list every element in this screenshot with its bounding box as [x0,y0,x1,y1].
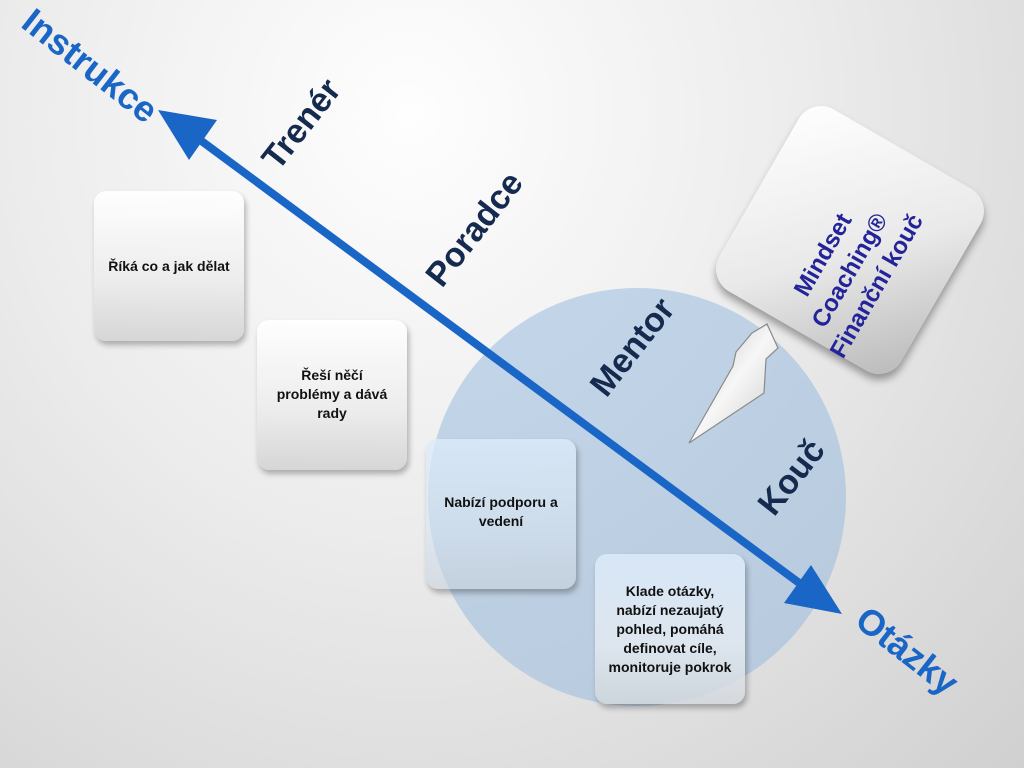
box-text-line: vedení [478,513,524,529]
arrowhead-down-right [784,565,842,614]
box-text-line: Řeší něčí [301,367,363,383]
box-text-line: Nabízí podporu a [444,494,558,510]
box-text-line: Říká co a jak dělat [108,258,230,274]
arrowhead-up-left [158,110,217,160]
box-text-line: pohled, pomáhá [616,621,724,637]
box-text-line: nabízí nezaujatý [616,602,724,618]
description-box-kouc: Klade otázky, nabízí nezaujatý pohled, p… [595,554,745,704]
instrukce-otazky-axis-arrow [158,110,842,614]
box-text-line: monitoruje pokrok [608,659,732,675]
box-text-line: rady [317,405,347,421]
description-box-trener: Říká co a jak dělat [94,191,244,341]
description-box-poradce: Řeší něčí problémy a dává rady [257,320,407,470]
box-text-line: problémy a dává [276,386,388,402]
box-text-line: definovat cíle, [623,640,717,656]
pointer-arrow [688,323,779,444]
description-box-mentor: Nabízí podporu a vedení [426,439,576,589]
axis-shaft [189,130,809,592]
box-text-line: Klade otázky, [625,583,715,599]
